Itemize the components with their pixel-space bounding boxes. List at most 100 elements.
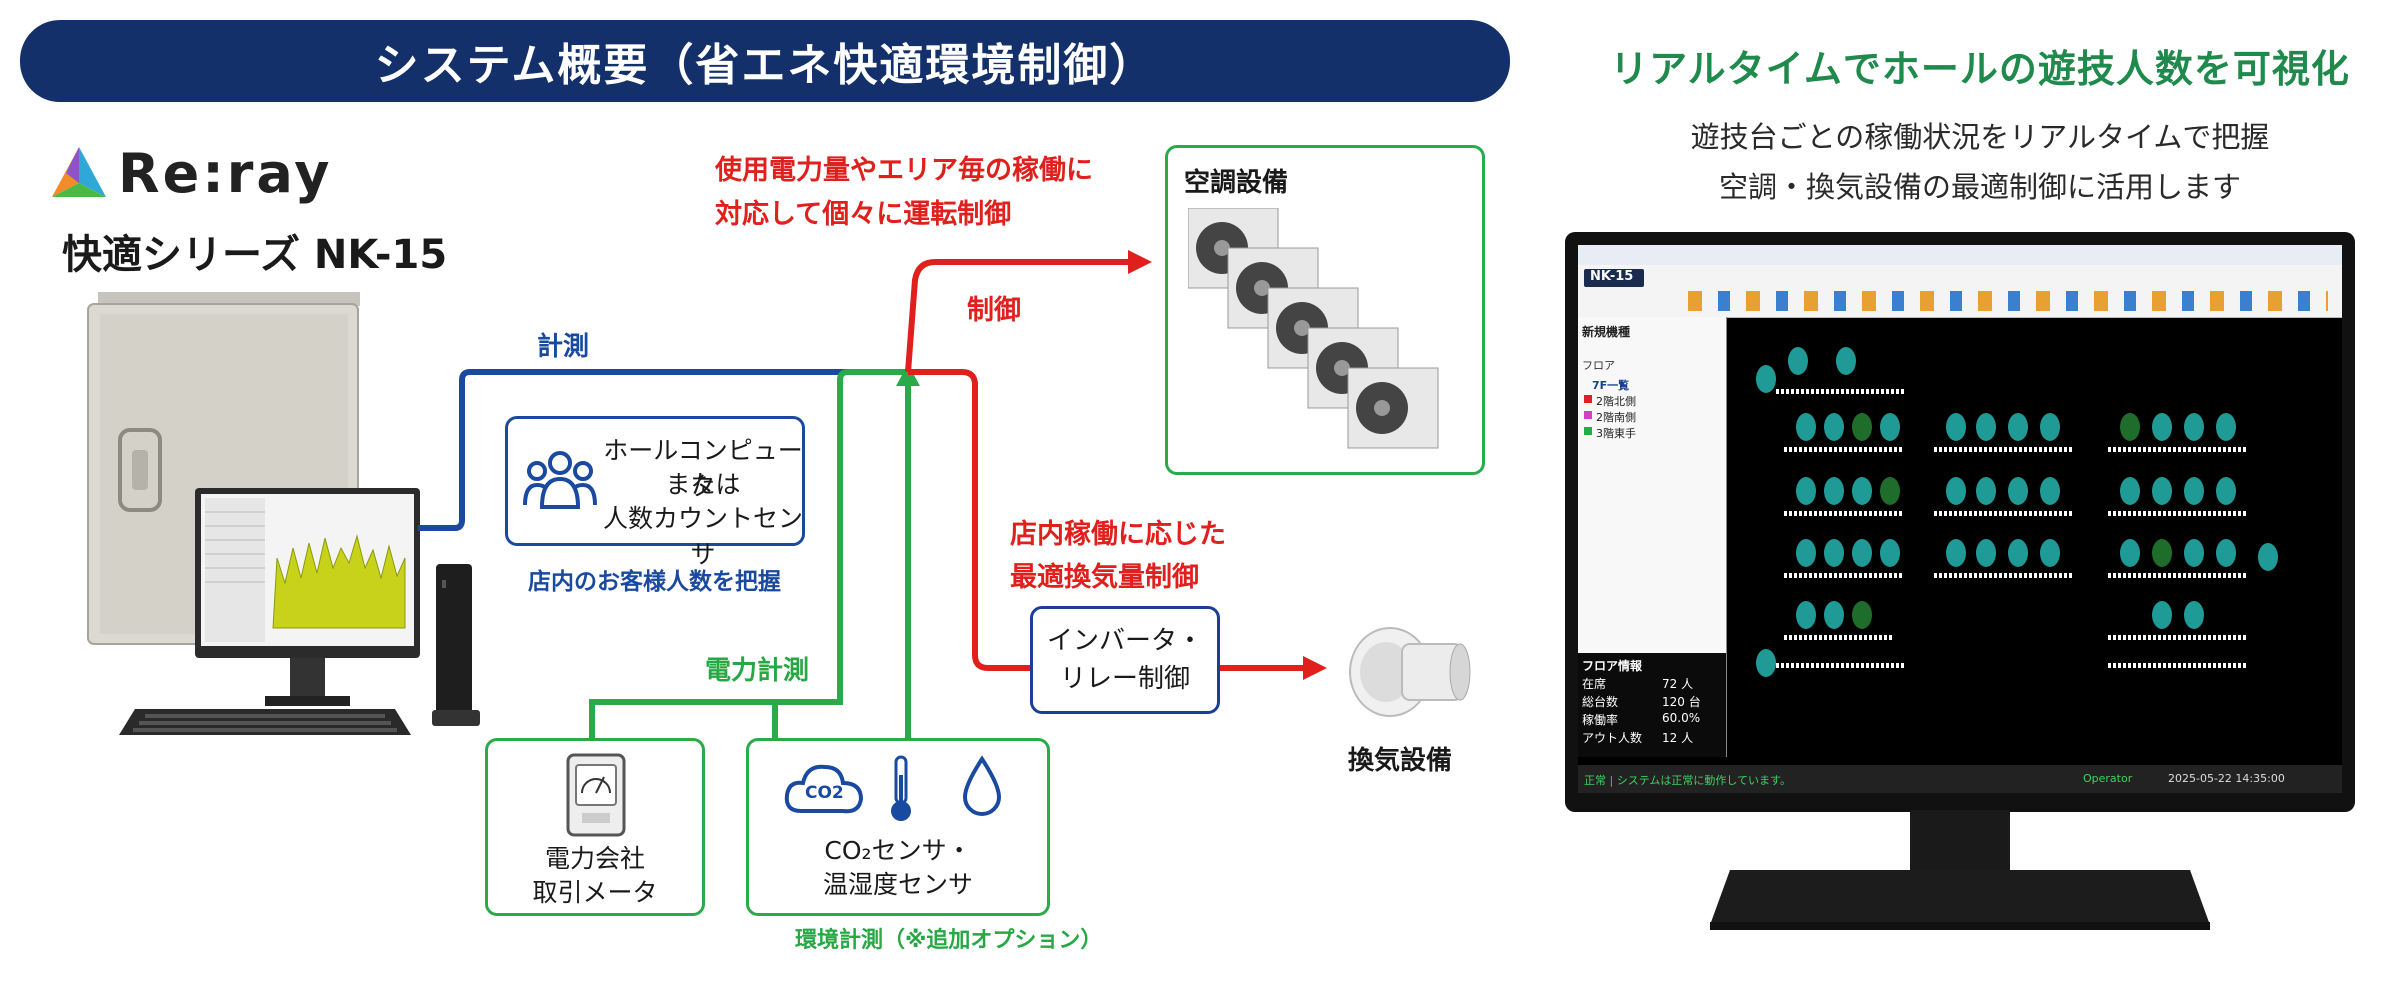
seat-marker — [1852, 413, 1872, 441]
screen-info-value: 12 人 — [1662, 731, 1694, 745]
seat-marker — [2184, 601, 2204, 629]
people-group-icon — [523, 451, 597, 509]
right-panel-line1: 遊技台ごとの稼働状況をリアルタイムで把握 — [1690, 120, 2270, 154]
sensor-line2: 温湿度センサ — [822, 870, 973, 899]
screen-info-key: 在席 — [1582, 677, 1607, 691]
seat-marker — [1836, 347, 1856, 375]
seat-marker — [1852, 601, 1872, 629]
seat-marker — [2152, 601, 2172, 629]
water-drop-icon — [962, 755, 1002, 816]
seat-marker — [1976, 413, 1996, 441]
hall-computer-line2: または — [665, 470, 741, 499]
screen-operator: Operator — [2083, 772, 2133, 785]
power-measure-label: 電力計測 — [705, 656, 810, 686]
seat-marker — [1824, 539, 1844, 567]
ventilation-label: 換気設備 — [1348, 746, 1453, 776]
seat-marker — [2152, 477, 2172, 505]
env-option-label: 環境計測（※追加オプション） — [795, 928, 1103, 953]
screen-titlebar — [1578, 245, 2342, 265]
monitor-stand — [1710, 810, 2210, 930]
vent-note-line1: 店内稼働に応じた — [1010, 519, 1226, 550]
screen-info-key: 稼働率 — [1582, 713, 1619, 727]
thermometer-icon — [891, 755, 911, 821]
title-banner: システム概要（省エネ快適環境制御） — [20, 20, 1510, 102]
screen-tree-item[interactable]: 2階南側 — [1596, 411, 1636, 424]
inverter-line1: インバータ・ — [1046, 626, 1203, 656]
screen-toolbar: NK-15 — [1578, 265, 2342, 318]
power-meter-icon — [566, 753, 626, 837]
seat-marker — [1976, 539, 1996, 567]
hall-computer-line1: ホールコンピュータ — [603, 436, 803, 501]
seat-marker — [2120, 477, 2140, 505]
seat-marker — [1824, 477, 1844, 505]
seat-marker — [2216, 477, 2236, 505]
seat-marker — [2152, 539, 2172, 567]
seat-marker — [2008, 477, 2028, 505]
screen-statusbar: 正常 | システムは正常に動作しています。 Operator 2025-05-2… — [1578, 765, 2342, 793]
seat-marker — [1824, 601, 1844, 629]
page-title: システム概要（省エネ快適環境制御） — [374, 40, 1156, 91]
seat-marker — [1796, 539, 1816, 567]
seat-marker — [2258, 543, 2278, 571]
seat-marker — [2216, 413, 2236, 441]
product-series-name: 快適シリーズ NK-15 — [62, 232, 448, 278]
control-line-aircon — [905, 259, 1130, 373]
control-note-line1: 使用電力量やエリア毎の稼働に — [715, 155, 1093, 186]
seat-marker — [1824, 413, 1844, 441]
hall-computer-box: ホールコンピュータ または 人数カウントセンサ — [505, 416, 805, 569]
seat-marker — [2040, 477, 2060, 505]
pc-tower-image — [432, 564, 480, 726]
screen-side-title: 新規機種 — [1582, 325, 1631, 339]
screen-tree-item[interactable]: 2階北側 — [1596, 395, 1636, 408]
seat-marker — [1852, 539, 1872, 567]
aircon-units-image — [1188, 208, 1439, 449]
seat-marker — [2040, 413, 2060, 441]
pc-monitor-image — [195, 488, 420, 706]
seat-marker — [2008, 413, 2028, 441]
seat-marker — [2184, 413, 2204, 441]
screen-info-key: 総台数 — [1582, 695, 1619, 709]
reray-logo-icon — [52, 147, 106, 197]
logo-text: Re:ray — [118, 142, 333, 205]
hall-computer-line3: 人数カウントセンサ — [603, 504, 804, 569]
seat-marker — [1880, 477, 1900, 505]
inverter-relay-box: インバータ・ リレー制御 — [1030, 606, 1220, 714]
seat-marker — [1756, 365, 1776, 393]
right-panel-title: リアルタイムでホールの遊技人数を可視化 — [1610, 47, 2350, 91]
meter-line1: 電力会社 — [544, 844, 645, 873]
seat-marker — [1946, 413, 1966, 441]
inverter-line2: リレー制御 — [1059, 664, 1190, 694]
customer-count-label: 店内のお客様人数を把握 — [528, 569, 781, 595]
screen-datetime: 2025-05-22 14:35:00 — [2168, 772, 2285, 785]
meter-line2: 取引メータ — [532, 878, 658, 907]
seat-marker — [2184, 477, 2204, 505]
screen-status-text: 正常 | システムは正常に動作しています。 — [1584, 774, 1791, 787]
seat-marker — [2008, 539, 2028, 567]
control-note-line2: 対応して個々に運転制御 — [715, 199, 1012, 230]
aircon-title: 空調設備 — [1184, 168, 1289, 198]
power-meter-box: 電力会社 取引メータ — [485, 738, 705, 916]
co2-cloud-icon — [784, 764, 864, 814]
seat-marker — [2040, 539, 2060, 567]
screen-sidebar: 新規機種 フロア 7F一覧 2階北側 2階南側 3階東手 フロア情報 在席 72… — [1578, 317, 1727, 757]
co2-icon-text: CO2 — [805, 783, 844, 803]
seat-marker — [1880, 539, 1900, 567]
aircon-box: 空調設備 — [1165, 145, 1485, 475]
seat-marker — [1852, 477, 1872, 505]
sensor-box: CO2 CO₂センサ・ 温湿度センサ — [746, 738, 1050, 916]
seat-marker — [2120, 539, 2140, 567]
seat-marker — [2184, 539, 2204, 567]
seat-marker — [1976, 477, 1996, 505]
vent-note-line2: 最適換気量制御 — [1010, 562, 1199, 593]
screen-info-title: フロア情報 — [1582, 659, 1643, 673]
seat-marker — [1880, 413, 1900, 441]
screen-info-value: 72 人 — [1662, 677, 1694, 691]
seat-marker — [1796, 413, 1816, 441]
seat-marker — [1788, 347, 1808, 375]
screen-floor-label: フロア — [1582, 359, 1615, 372]
seat-marker — [2152, 413, 2172, 441]
screen-tree-item[interactable]: 7F一覧 — [1592, 379, 1630, 392]
keyboard-image — [119, 709, 411, 735]
screen-tree-item[interactable]: 3階東手 — [1596, 427, 1636, 440]
